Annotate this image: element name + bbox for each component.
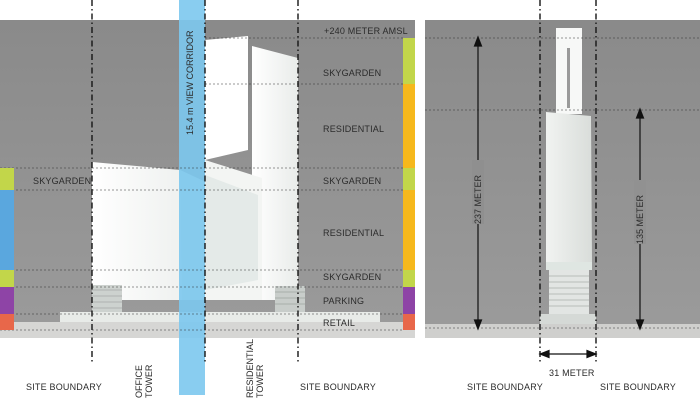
zone-bar-skygarden [403, 168, 415, 190]
view-corridor-band [179, 0, 205, 395]
site-boundary-label-1: SITE BOUNDARY [26, 382, 102, 392]
zone-bar-skygarden [403, 38, 415, 84]
zone-label-skygarden-mid: SKYGARDEN [323, 176, 382, 186]
right-panel-ground [425, 324, 700, 338]
podium-base [60, 312, 380, 322]
site-boundary-label-2: SITE BOUNDARY [300, 382, 376, 392]
top-elevation-label: +240 METER AMSL [324, 26, 408, 36]
zone-label-residential-lower: RESIDENTIAL [323, 228, 385, 238]
residential-tower-label: RESIDENTIAL TOWER [245, 339, 265, 398]
height-135-label: 135 METER [635, 194, 645, 244]
left-zone-bar-segment [0, 287, 14, 314]
zone-bar-parking [403, 287, 415, 314]
zone-color-bar-right [403, 38, 415, 330]
zone-label-skygarden-upper: SKYGARDEN [323, 68, 382, 78]
zone-color-bar-left [0, 168, 14, 330]
left-zone-bar-segment [0, 314, 14, 330]
office-tower-label: OFFICE TOWER [134, 364, 154, 398]
site-boundary-label-3: SITE BOUNDARY [467, 382, 543, 392]
site-boundary-label-4: SITE BOUNDARY [600, 382, 676, 392]
left-zone-bar-segment [0, 190, 14, 270]
height-237-label: 237 METER [473, 174, 483, 224]
zone-label-skygarden-lower: SKYGARDEN [323, 272, 382, 282]
zone-label-retail: RETAIL [323, 318, 356, 328]
left-skygarden-label: SKYGARDEN [33, 176, 92, 186]
width-31-dimension [538, 349, 598, 359]
zone-bar-skygarden [403, 270, 415, 287]
left-zone-bar-segment [0, 270, 14, 287]
level-lines [0, 37, 700, 331]
tower-elevation [540, 28, 596, 324]
left-zone-bar-segment [0, 168, 14, 190]
zone-bar-residential [403, 84, 415, 168]
zone-label-residential-upper: RESIDENTIAL [323, 124, 385, 134]
zone-bar-retail [403, 314, 415, 330]
width-31-label: 31 METER [549, 368, 595, 378]
zone-bar-residential [403, 190, 415, 270]
boundary-lines [91, 0, 597, 362]
view-corridor-label: 15.4 m VIEW CORRIDOR [185, 30, 195, 135]
zone-label-parking: PARKING [323, 296, 365, 306]
residential-tower-massing [205, 36, 305, 316]
left-panel-ground [0, 322, 415, 338]
